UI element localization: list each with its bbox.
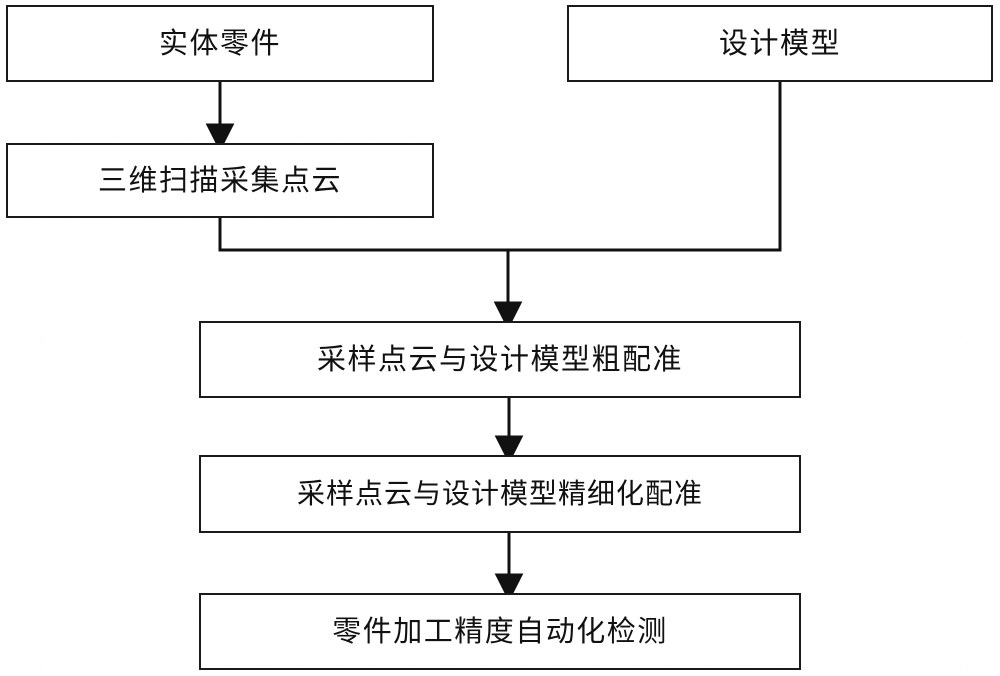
node-accuracy-inspection[interactable]: 零件加工精度自动化检测 [199,593,801,670]
node-fine-registration-label: 采样点云与设计模型精细化配准 [296,477,703,510]
node-coarse-registration[interactable]: 采样点云与设计模型粗配准 [199,321,801,398]
edge-scan-to-bus [218,218,508,252]
node-scan-point-cloud[interactable]: 三维扫描采集点云 [6,143,434,218]
node-coarse-registration-label: 采样点云与设计模型粗配准 [316,342,683,376]
node-physical-part[interactable]: 实体零件 [6,5,434,82]
node-accuracy-inspection-label: 零件加工精度自动化检测 [332,614,668,648]
node-physical-part-label: 实体零件 [158,26,281,60]
node-fine-registration[interactable]: 采样点云与设计模型精细化配准 [199,455,801,533]
node-scan-point-cloud-label: 三维扫描采集点云 [97,163,342,197]
node-design-model-label: 设计模型 [718,26,841,60]
node-design-model[interactable]: 设计模型 [567,5,993,82]
edge-design-to-bus [508,82,782,252]
